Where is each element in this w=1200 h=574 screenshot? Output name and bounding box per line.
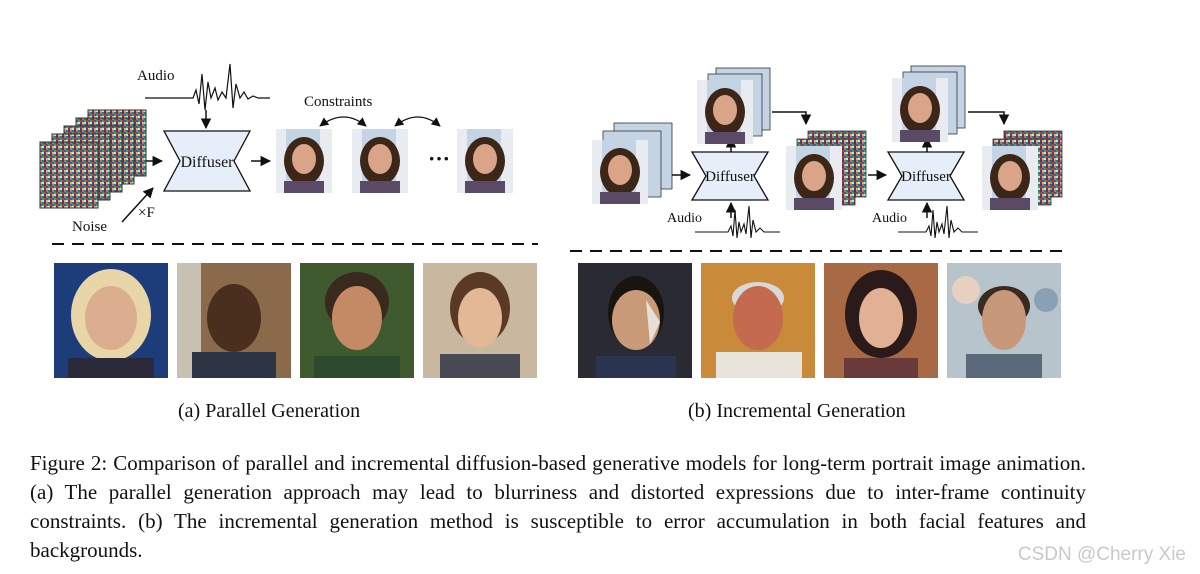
audio-label: Audio (137, 68, 175, 84)
audio-waveform (145, 63, 270, 111)
result-thumbnail (947, 263, 1061, 378)
noise-arrow (121, 187, 154, 223)
audio-waveform (898, 205, 978, 239)
diffuser-label: Diffuser (180, 154, 234, 171)
audio-label: Audio (872, 211, 907, 226)
incremental-panel: Diffuser Audio Diffuser Audio (570, 65, 1070, 378)
noise-label: Noise (72, 219, 107, 235)
output-frames (697, 67, 771, 144)
parallel-panel: Audio Noise ×F Diffuser Constraints ··· (39, 63, 538, 378)
diffuser-block (690, 151, 770, 201)
next-input-frames (786, 130, 867, 210)
feedback-arrow (968, 111, 1010, 126)
constraint-arc (319, 116, 367, 127)
subcaption-incremental: (b) Incremental Generation (688, 400, 906, 422)
result-thumbnail (177, 263, 291, 378)
figure-caption: Figure 2: Comparison of parallel and inc… (30, 451, 1086, 562)
diffuser-label: Diffuser (705, 169, 755, 185)
result-thumbnail (701, 263, 815, 378)
ellipsis: ··· (428, 146, 450, 171)
feedback-arrow (772, 111, 812, 126)
input-frames (592, 122, 673, 204)
output-frames (892, 65, 966, 142)
generated-frame (276, 129, 332, 193)
constraint-arc (394, 116, 441, 127)
generated-frame (352, 129, 408, 193)
diffuser-block (886, 151, 966, 201)
figure-diagram: Audio Noise ×F Diffuser Constraints ··· (39, 63, 1070, 378)
result-thumbnail (54, 263, 168, 378)
generated-frame (457, 129, 513, 193)
result-thumbnail (300, 263, 414, 378)
frames-count-label: ×F (138, 205, 155, 221)
result-thumbnail (423, 263, 537, 378)
audio-label: Audio (667, 211, 702, 226)
constraints-label: Constraints (304, 94, 372, 110)
noise-frames (39, 109, 147, 209)
subcaption-parallel: (a) Parallel Generation (178, 400, 361, 422)
diffuser-label: Diffuser (901, 169, 951, 185)
result-thumbnail (578, 263, 692, 378)
watermark: CSDN @Cherry Xie (1017, 544, 1186, 565)
result-thumbnail (824, 263, 938, 378)
audio-waveform (695, 205, 780, 239)
next-input-frames (982, 130, 1063, 210)
diffuser-block (162, 130, 252, 192)
